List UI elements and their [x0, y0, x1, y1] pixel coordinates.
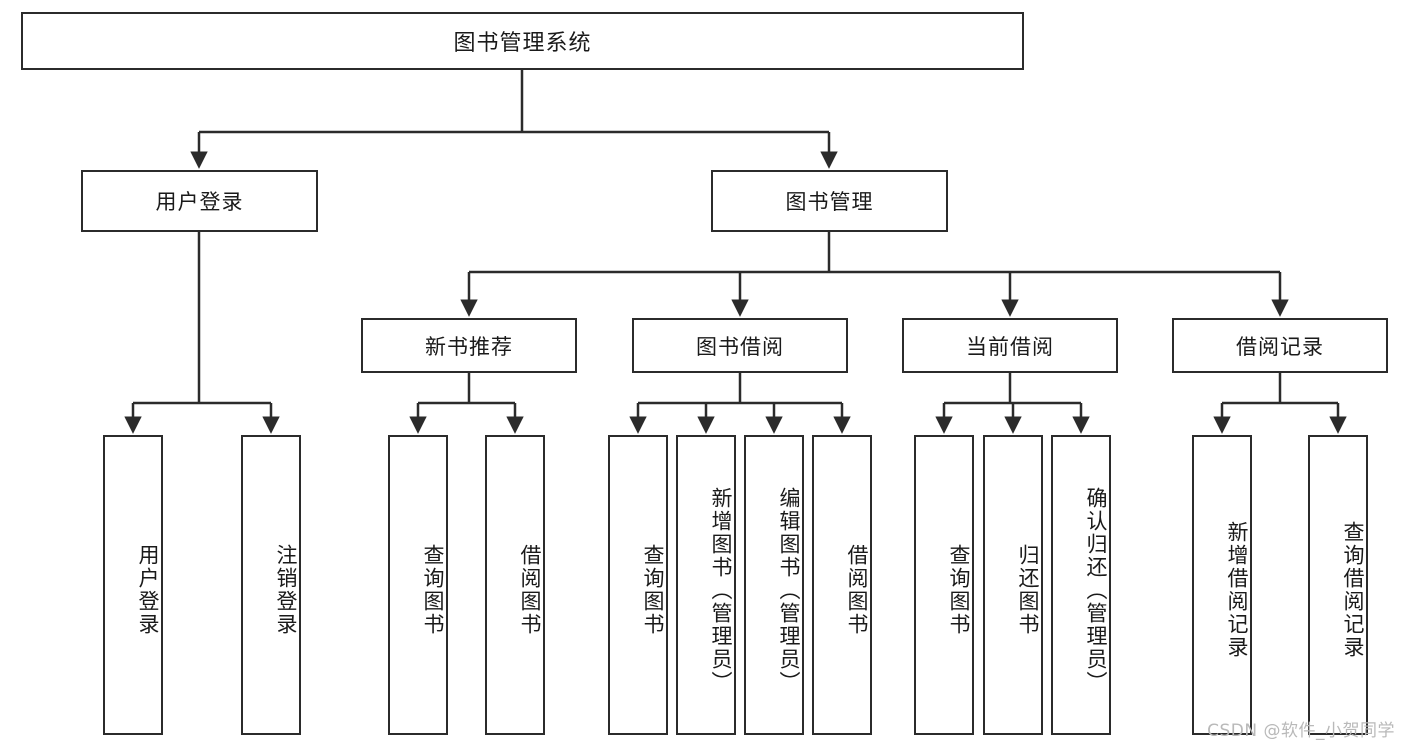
node-current-borrow[interactable]: 当前借阅: [902, 318, 1118, 373]
node-label: 图书管理: [785, 190, 874, 214]
node-leaf-query-book-1[interactable]: 查询图书: [388, 435, 448, 735]
node-label: 查询图书: [421, 544, 445, 636]
node-label: 图书借阅: [696, 334, 784, 359]
node-leaf-borrow-book-2[interactable]: 借阅图书: [812, 435, 872, 735]
node-label: 用户登录: [155, 190, 244, 214]
node-leaf-add-book-admin[interactable]: 新增图书（管理员）: [676, 435, 736, 735]
node-leaf-user-login[interactable]: 用户登录: [103, 435, 163, 735]
node-label: 查询图书: [947, 544, 971, 636]
node-label: 查询图书: [641, 544, 665, 636]
node-leaf-query-borrow-record[interactable]: 查询借阅记录: [1308, 435, 1368, 735]
node-label: 归还图书: [1016, 544, 1040, 636]
node-leaf-add-borrow-record[interactable]: 新增借阅记录: [1192, 435, 1252, 735]
node-label: 用户登录: [136, 544, 160, 636]
node-root-system[interactable]: 图书管理系统: [21, 12, 1024, 70]
node-leaf-query-book-3[interactable]: 查询图书: [914, 435, 974, 735]
node-user-login[interactable]: 用户登录: [81, 170, 318, 232]
node-label: 新增图书（管理员）: [709, 486, 733, 694]
node-leaf-return-book[interactable]: 归还图书: [983, 435, 1043, 735]
node-leaf-query-book-2[interactable]: 查询图书: [608, 435, 668, 735]
node-label: 借阅记录: [1236, 334, 1324, 359]
node-label: 查询借阅记录: [1341, 521, 1365, 659]
watermark-text: CSDN @软件_小贺同学: [1207, 721, 1395, 741]
node-new-book-recommend[interactable]: 新书推荐: [361, 318, 577, 373]
node-borrow-record[interactable]: 借阅记录: [1172, 318, 1388, 373]
node-leaf-borrow-book-1[interactable]: 借阅图书: [485, 435, 545, 735]
node-label: 新增借阅记录: [1225, 521, 1249, 659]
node-book-manage[interactable]: 图书管理: [711, 170, 948, 232]
node-label: 借阅图书: [518, 544, 542, 636]
node-label: 编辑图书（管理员）: [777, 486, 801, 694]
node-label: 确认归还（管理员）: [1084, 486, 1108, 694]
node-leaf-confirm-return-admin[interactable]: 确认归还（管理员）: [1051, 435, 1111, 735]
node-label: 新书推荐: [425, 334, 513, 359]
node-label: 注销登录: [274, 544, 298, 636]
node-leaf-edit-book-admin[interactable]: 编辑图书（管理员）: [744, 435, 804, 735]
node-label: 借阅图书: [845, 544, 869, 636]
node-label: 当前借阅: [966, 334, 1054, 359]
node-book-borrow[interactable]: 图书借阅: [632, 318, 848, 373]
node-leaf-logout-login[interactable]: 注销登录: [241, 435, 301, 735]
